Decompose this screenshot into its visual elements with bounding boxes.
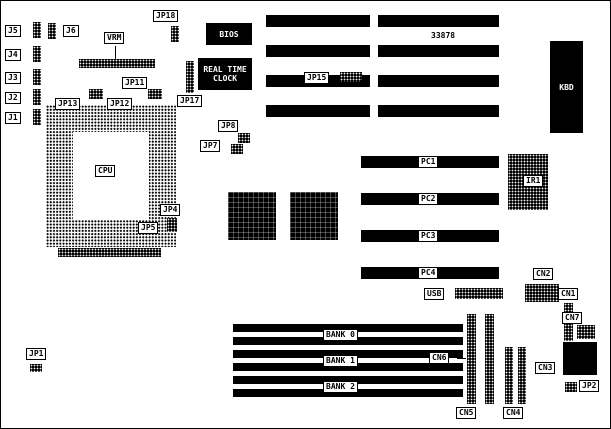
jumper-jp15-label: JP15 [304,72,330,84]
bank0-label: BANK 0 [323,329,358,341]
cpu-label: CPU [95,165,116,177]
jumper-jp13-label: JP13 [55,98,81,110]
jumper-jp2-label: JP2 [579,380,600,392]
connector-cn2-label: CN2 [533,268,554,280]
usb-header-pins [455,288,503,299]
jumper-jp2-pins [565,382,577,392]
connector-cn3-label: CN3 [535,362,556,374]
connector-cn5-pins [505,347,513,404]
connector-cn4-pins [518,347,526,404]
jumper-jp4-jp5-pins [167,218,177,232]
jumper-jp12-label: JP12 [107,98,133,110]
pci-slot-4-label: PC4 [418,267,439,279]
jumper-jp1-label: JP1 [26,348,47,360]
keyboard-connector: KBD [550,41,583,133]
jumper-jp5-label: JP5 [138,222,159,234]
jumper-j4-label: J4 [5,49,21,61]
isa-slot-2-right [378,45,499,57]
chipset-chip-1 [228,192,276,240]
pci-slot-1-label: PC1 [418,156,439,168]
connector-cn1-label: CN1 [558,288,579,300]
rtc-chip-label-line2: CLOCK [212,74,238,83]
isa-slot-4-left [266,105,370,117]
jumper-jp15-pins [340,72,362,82]
keyboard-connector-label: KBD [559,82,574,92]
simm-slot-5 [233,376,463,384]
vrm-pointer-line [115,46,116,59]
rtc-chip: REAL TIME CLOCK [198,58,252,90]
jumper-jp1-pins [30,364,42,372]
jumper-jp12-pins [148,89,162,99]
connector-cn2-pins [525,284,559,302]
connector-cn6-pins-a [467,314,476,404]
pci-slot-3-label: PC3 [418,230,439,242]
vrm-connector [79,59,155,68]
isa-slot-2-left [266,45,370,57]
rtc-chip-label-line1: REAL TIME [203,65,247,74]
connector-cn3-body [563,342,597,375]
jumper-j6-pins [48,23,56,39]
jumper-jp17-pins [186,61,194,93]
isa-slot-1-right [378,15,499,27]
isa-slot-4-right [378,105,499,117]
jumper-jp18-label: JP18 [153,10,179,22]
pci-slot-2-label: PC2 [418,193,439,205]
jumper-jp8-label: JP8 [218,120,239,132]
board-part-number: 33878 [431,31,456,40]
simm-slot-6 [233,389,463,397]
simm-slot-3 [233,350,463,358]
jumper-jp11-label: JP11 [122,77,148,89]
jumper-j5-label: J5 [5,25,21,37]
jumper-jp8-pins [238,133,250,143]
bios-chip: BIOS [206,23,252,45]
jumper-j5-pins [33,22,41,38]
jumper-j2-label: J2 [5,92,21,104]
usb-header-label: USB [424,288,445,300]
jumper-j2-pins [33,89,41,105]
simm-slot-1 [233,324,463,332]
jumper-j4-pins [33,46,41,62]
connector-cn5-label: CN5 [456,407,477,419]
bank2-label: BANK 2 [323,381,358,393]
bios-chip-label: BIOS [219,29,239,39]
jumper-jp18-pins [171,26,179,42]
jumper-j1-pins [33,109,41,125]
ir1-label: IR1 [523,175,544,187]
jumper-jp7-label: JP7 [200,140,221,152]
connector-cn4-label: CN4 [503,407,524,419]
bank1-label: BANK 1 [323,355,358,367]
jumper-j3-label: J3 [5,72,21,84]
connector-cn6-pins-b [485,314,494,404]
chipset-chip-2 [290,192,338,240]
simm-slot-2 [233,337,463,345]
jumper-jp17-label: JP17 [177,95,203,107]
jumper-j3-pins [33,69,41,85]
cn6-pointer-line [457,358,466,359]
vrm-label: VRM [104,32,125,44]
jumper-jp7-pins [231,144,243,154]
isa-slot-1-left [266,15,370,27]
connector-cn7-label: CN7 [562,312,583,324]
jumper-j1-label: J1 [5,112,21,124]
cpu-socket-lever-connector [58,248,161,257]
jumper-jp4-label: JP4 [160,204,181,216]
simm-slot-4 [233,363,463,371]
jumper-j6-label: J6 [63,25,79,37]
isa-slot-3-right [378,75,499,87]
connector-cn7-pins [577,325,595,339]
jumper-jp13-pins [89,89,103,99]
connector-cn6-label: CN6 [429,352,450,364]
